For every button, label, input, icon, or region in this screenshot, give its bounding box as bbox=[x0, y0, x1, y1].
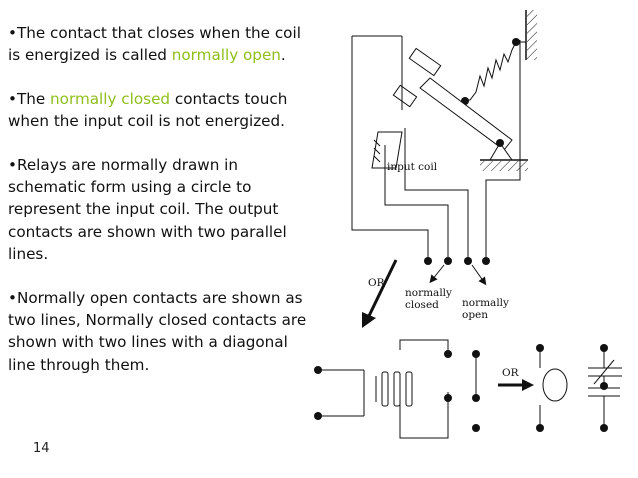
ground-hatch bbox=[480, 161, 528, 171]
page-number: 14 bbox=[33, 441, 50, 456]
or-label-top: OR bbox=[368, 277, 386, 289]
contact-terminals bbox=[424, 257, 490, 265]
text-column: •The contact that closes when the coil i… bbox=[8, 22, 308, 397]
bullet-paragraph-2: •The normally closed contacts touch when… bbox=[8, 89, 288, 131]
normally-open-label-2: open bbox=[462, 309, 488, 321]
coil-windings bbox=[373, 139, 381, 163]
spring-anchor-dot bbox=[512, 38, 520, 46]
bullet-paragraph-3: •Relays are normally drawn in schematic … bbox=[8, 155, 287, 264]
normally-closed-label-2: closed bbox=[405, 299, 439, 311]
spring bbox=[465, 41, 526, 101]
highlight-normally-closed: normally closed bbox=[50, 89, 171, 108]
wires bbox=[351, 35, 521, 258]
highlight-normally-open: normally open bbox=[171, 46, 281, 65]
armature bbox=[419, 77, 513, 151]
bullet-paragraph-1: •The contact that closes when the coil i… bbox=[8, 24, 301, 65]
big-arrow-down bbox=[366, 259, 398, 319]
contact-block-upper bbox=[408, 47, 442, 77]
or-label-bottom: OR bbox=[502, 367, 520, 379]
input-coil-label: input coil bbox=[387, 161, 438, 173]
schematic-left bbox=[320, 339, 449, 439]
coil-circle-symbol bbox=[536, 344, 568, 432]
contact-symbols bbox=[588, 350, 622, 428]
coil-loops bbox=[375, 371, 413, 407]
wall-hatch bbox=[525, 10, 537, 60]
bullet-paragraph-4: •Normally open contacts are shown as two… bbox=[8, 288, 307, 374]
bottom-contacts bbox=[444, 350, 480, 432]
arrowhead-down bbox=[362, 312, 376, 328]
pivot-dot bbox=[496, 139, 504, 147]
contact-arrows bbox=[429, 264, 487, 286]
normally-open-label-1: normally bbox=[462, 297, 509, 309]
normally-closed-label-1: normally bbox=[405, 287, 452, 299]
contact-block-lower bbox=[392, 84, 418, 108]
